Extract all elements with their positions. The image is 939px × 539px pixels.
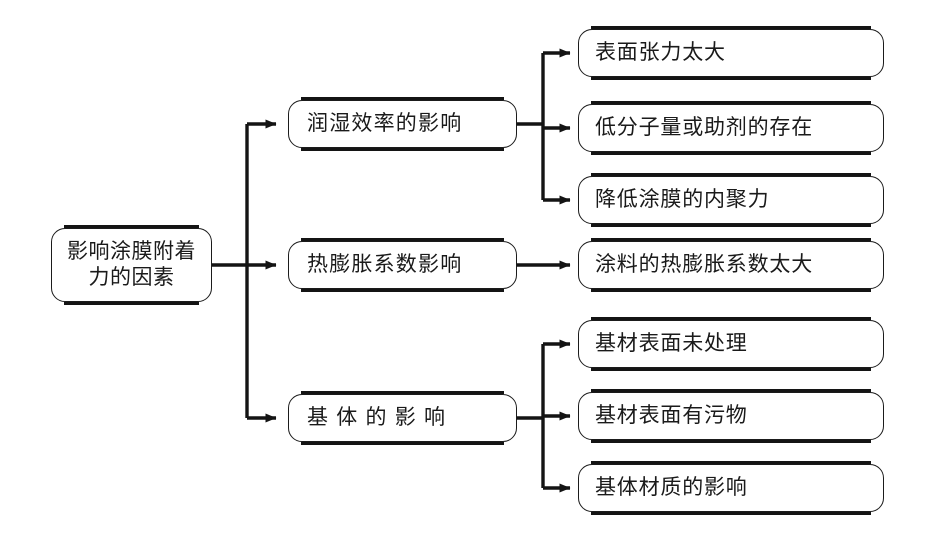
node-root-label: 影响涂膜附着 力的因素 — [67, 240, 196, 289]
node-branch-wetting-label: 润湿效率的影响 — [307, 112, 463, 136]
node-leaf-coating-expansion-label: 涂料的热膨胀系数太大 — [595, 253, 813, 277]
node-leaf-low-molecular[interactable]: 低分子量或助剂的存在 — [578, 101, 884, 155]
node-branch-wetting[interactable]: 润湿效率的影响 — [288, 97, 517, 151]
node-branch-substrate-label: 基 体 的 影 响 — [307, 406, 447, 430]
node-leaf-contaminated-surface[interactable]: 基材表面有污物 — [578, 389, 884, 443]
node-leaf-substrate-material-label: 基体材质的影响 — [595, 476, 748, 500]
node-leaf-low-molecular-label: 低分子量或助剂的存在 — [595, 116, 813, 140]
connector-substrate-group — [517, 339, 571, 493]
node-root[interactable]: 影响涂膜附着 力的因素 — [51, 225, 212, 305]
node-leaf-coating-expansion[interactable]: 涂料的热膨胀系数太大 — [578, 238, 884, 292]
node-branch-substrate[interactable]: 基 体 的 影 响 — [288, 391, 517, 445]
node-branch-thermal-expansion-label: 热膨胀系数影响 — [307, 253, 463, 277]
node-leaf-untreated-surface-label: 基材表面未处理 — [595, 332, 748, 356]
node-leaf-surface-tension-label: 表面张力太大 — [595, 41, 726, 65]
node-leaf-surface-tension[interactable]: 表面张力太大 — [578, 26, 884, 80]
node-leaf-substrate-material[interactable]: 基体材质的影响 — [578, 461, 884, 515]
node-leaf-contaminated-surface-label: 基材表面有污物 — [595, 404, 748, 428]
node-branch-thermal-expansion[interactable]: 热膨胀系数影响 — [288, 238, 517, 292]
connector-wetting-group — [517, 48, 571, 205]
node-leaf-cohesion-label: 降低涂膜的内聚力 — [595, 188, 770, 212]
node-leaf-cohesion[interactable]: 降低涂膜的内聚力 — [578, 173, 884, 227]
node-leaf-untreated-surface[interactable]: 基材表面未处理 — [578, 317, 884, 371]
